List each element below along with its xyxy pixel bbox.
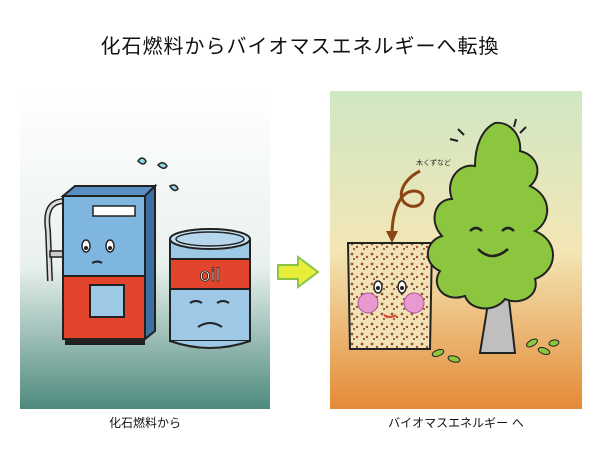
oil-can-character: oil — [169, 228, 251, 349]
transition-arrow-icon — [276, 255, 320, 289]
right-caption: バイオマスエネルギー へ — [388, 416, 524, 430]
wood-chips-note: 木くずなど — [416, 158, 451, 167]
wood-chips-container — [346, 242, 434, 350]
sweat-drops-icon — [137, 157, 179, 192]
page-title: 化石燃料からバイオマスエネルギーへ転換 — [100, 34, 500, 58]
left-caption: 化石燃料から — [108, 416, 181, 430]
biomass-energy-illustration: 木くずなど — [330, 91, 582, 409]
tree-character — [426, 118, 554, 354]
leaves-icon — [431, 338, 560, 363]
swirl-arrow-icon — [386, 169, 425, 243]
fossil-fuel-illustration: oil — [20, 91, 270, 409]
oil-label: oil — [199, 265, 220, 286]
gas-pump-character — [44, 183, 158, 345]
